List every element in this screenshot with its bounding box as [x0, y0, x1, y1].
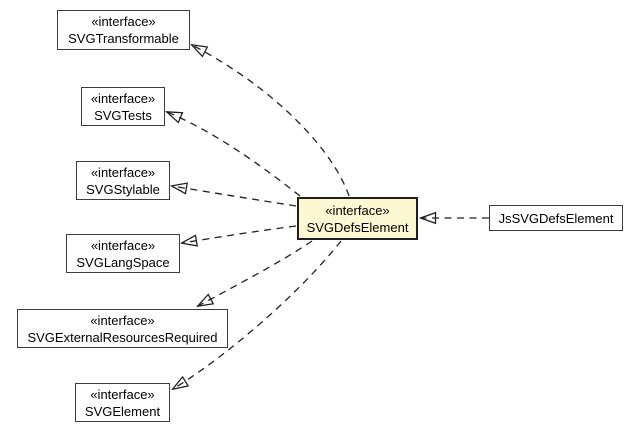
node-svgdefselement[interactable]: «interface» SVGDefsElement — [297, 197, 418, 240]
edge-implements-svgexternalresourcesrequired — [198, 240, 313, 306]
edge-implements-svgstylable — [172, 186, 297, 207]
interface-name: SVGStylable — [86, 181, 160, 197]
node-svglangspace[interactable]: «interface» SVGLangSpace — [66, 234, 180, 273]
stereotype-label: «interface» — [90, 90, 156, 106]
stereotype-label: «interface» — [90, 312, 155, 328]
interface-name: SVGExternalResourcesRequired — [27, 329, 218, 345]
stereotype-label: «interface» — [325, 202, 390, 218]
interface-name: SVGLangSpace — [76, 254, 170, 270]
stereotype-label: «interface» — [90, 237, 156, 253]
stereotype-label: «interface» — [90, 386, 155, 402]
node-svgexternalresourcesrequired[interactable]: «interface» SVGExternalResourcesRequired — [17, 309, 228, 348]
interface-name: SVGTransformable — [68, 31, 179, 46]
interface-name: SVGElement — [84, 403, 161, 419]
node-jssvgdefselement[interactable]: JsSVGDefsElement — [489, 205, 623, 231]
stereotype-label: «interface» — [90, 164, 156, 180]
interface-name: SVGDefsElement — [306, 219, 409, 235]
node-svgelement[interactable]: «interface» SVGElement — [75, 383, 170, 422]
node-svgtransformable[interactable]: «interface» SVGTransformable — [57, 10, 190, 50]
edge-implements-svgtransformable — [192, 45, 350, 197]
edge-implements-svglangspace — [182, 225, 297, 243]
interface-name: SVGTests — [94, 107, 152, 123]
stereotype-label: «interface» — [91, 14, 156, 29]
edge-implements-svgtests — [167, 112, 301, 197]
class-name: JsSVGDefsElement — [498, 210, 614, 226]
node-svgtests[interactable]: «interface» SVGTests — [81, 87, 165, 126]
node-svgstylable[interactable]: «interface» SVGStylable — [76, 161, 170, 200]
